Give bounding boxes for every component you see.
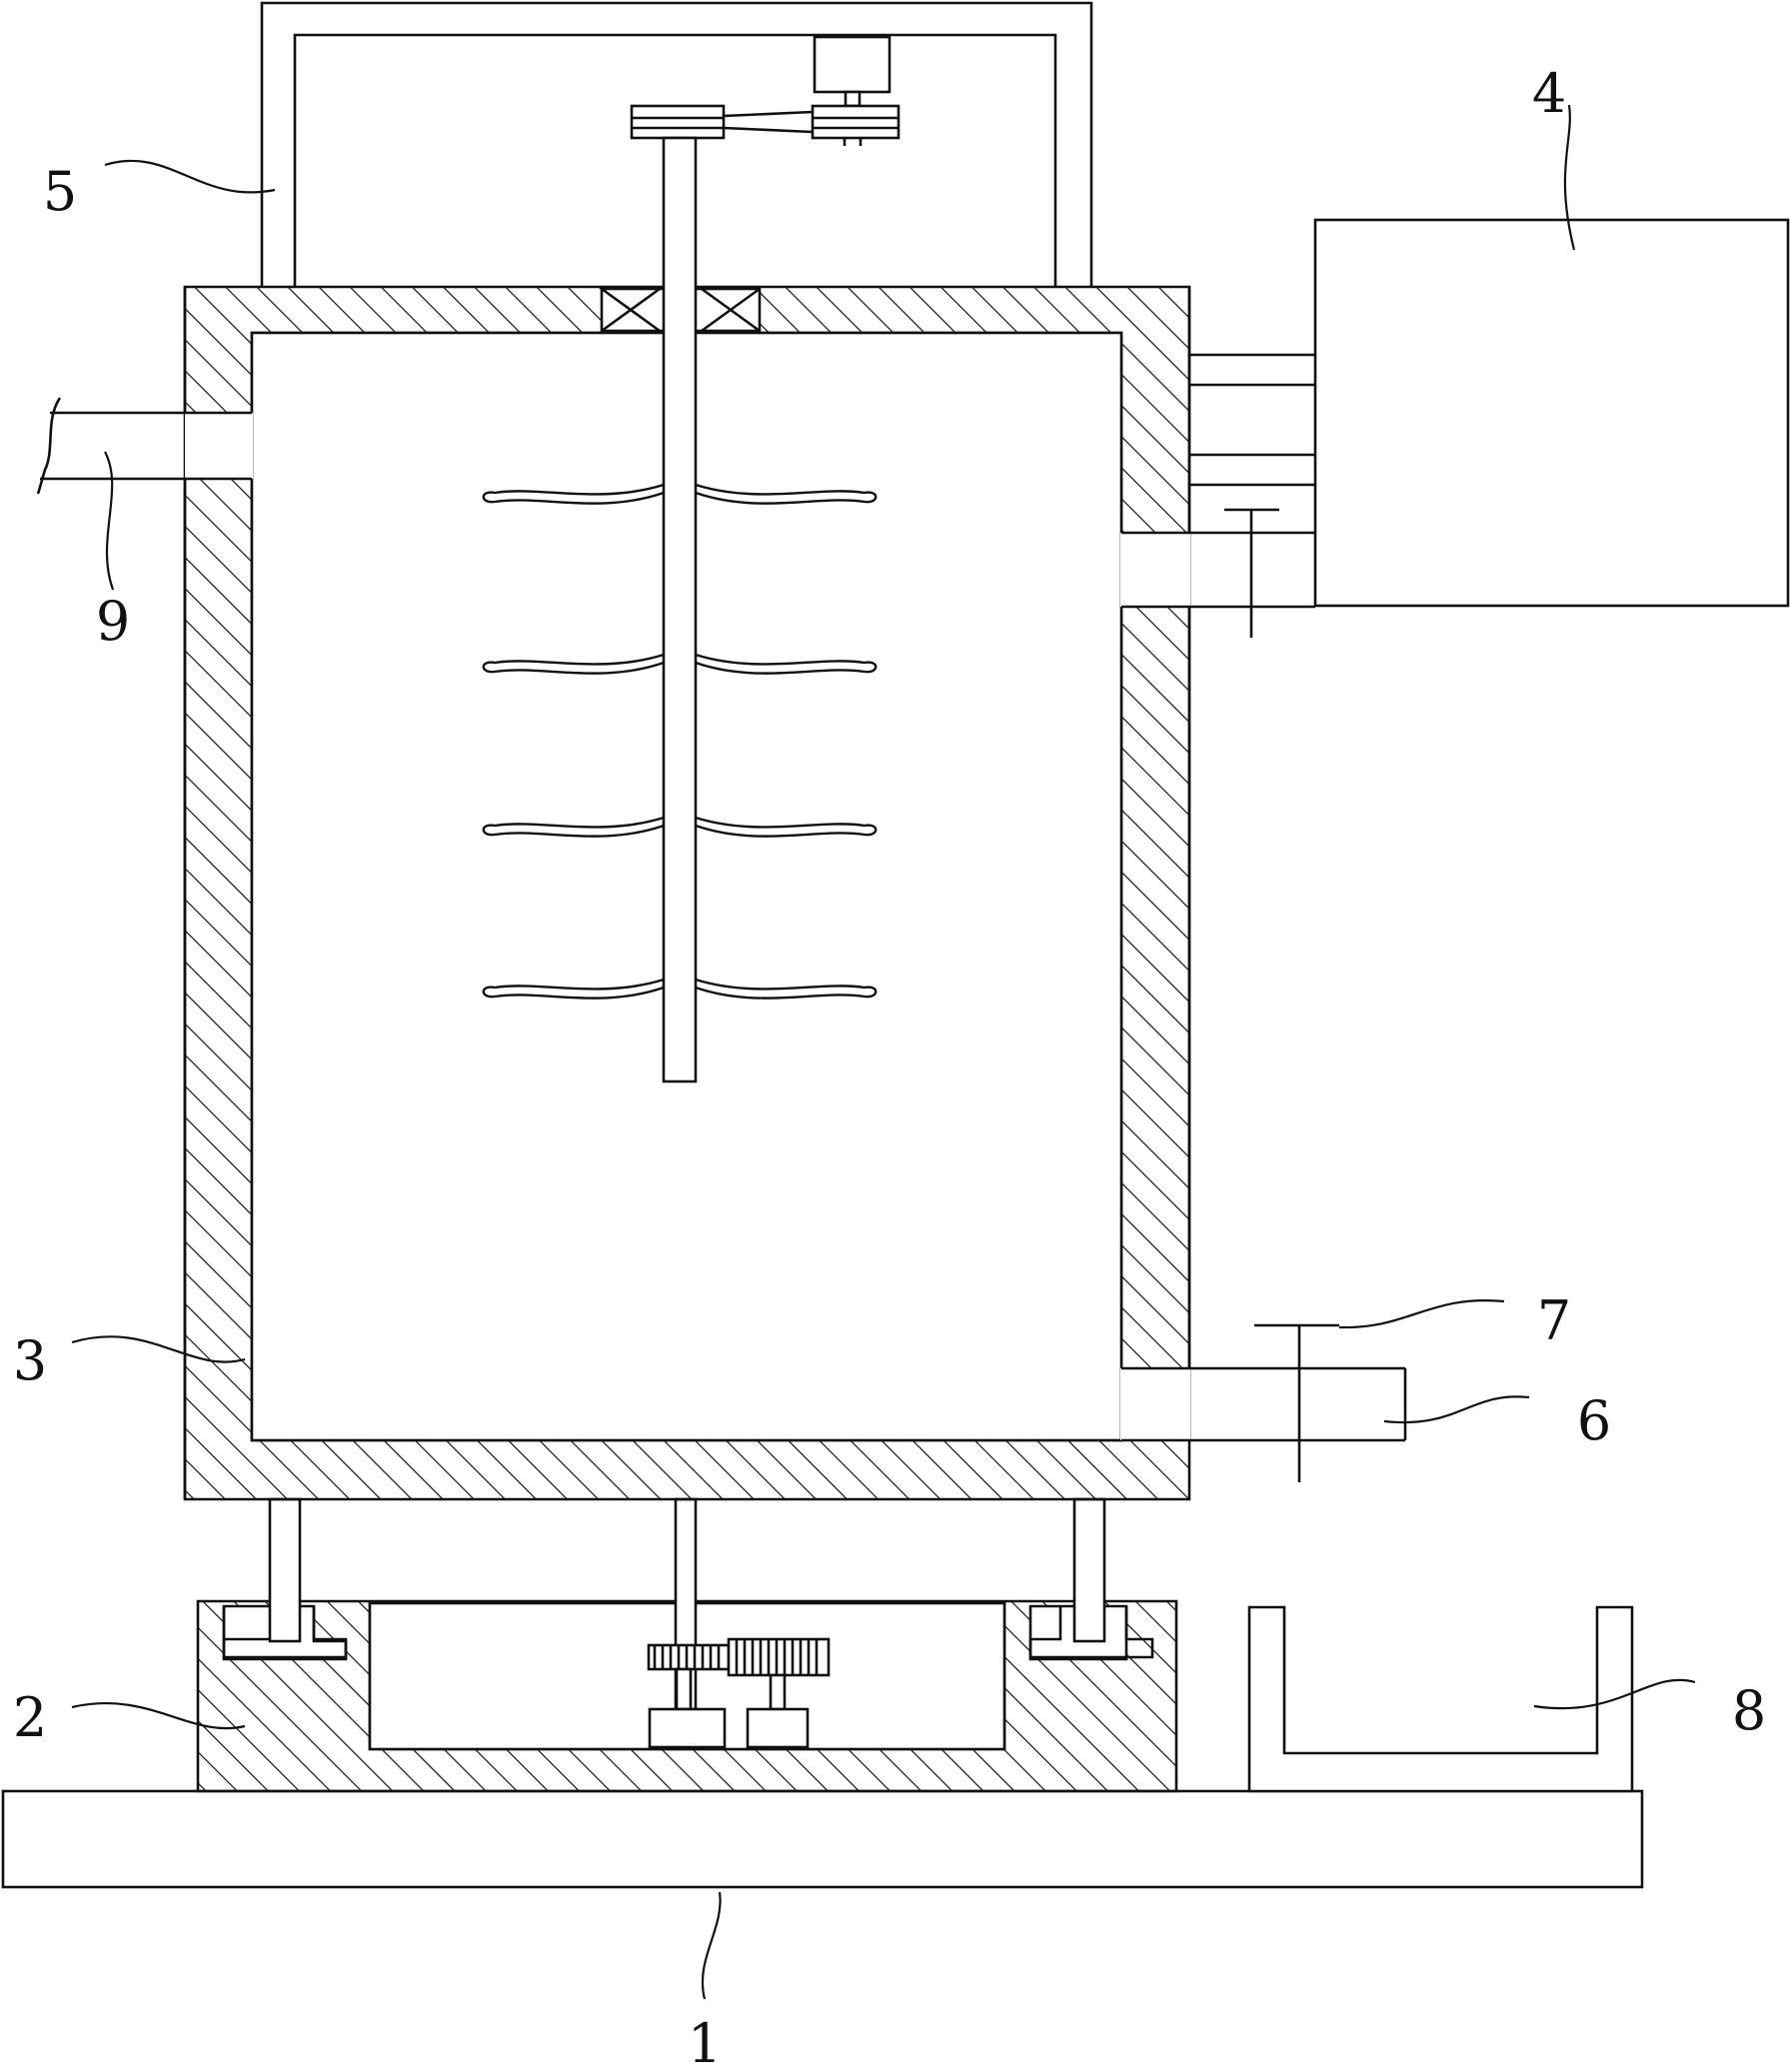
stirring-shaft [662, 136, 698, 1083]
label-1: 1 [688, 2012, 722, 2072]
label-9: 9 [96, 590, 130, 653]
collection-tray [1247, 1605, 1634, 1793]
label-8: 8 [1732, 1679, 1766, 1742]
label-6: 6 [1577, 1389, 1611, 1452]
inlet-pipe [36, 397, 252, 495]
label-7: 7 [1537, 1289, 1571, 1352]
label-3: 3 [13, 1329, 47, 1392]
base-plate [1, 1789, 1644, 1889]
label-2: 2 [13, 1686, 47, 1749]
top-motor-drive [630, 35, 900, 146]
label-5: 5 [43, 160, 77, 223]
bottom-gear-motor [647, 1637, 831, 1749]
stirring-blades [482, 483, 878, 1000]
label-4: 4 [1532, 62, 1566, 125]
reference-numerals: 1 2 3 4 5 6 7 8 9 [13, 62, 1766, 2072]
leader-lines [71, 104, 1696, 2000]
heater-unit [1121, 218, 1790, 638]
top-frame [260, 1, 1093, 287]
outlet-pipe-valve [1121, 1323, 1407, 1482]
